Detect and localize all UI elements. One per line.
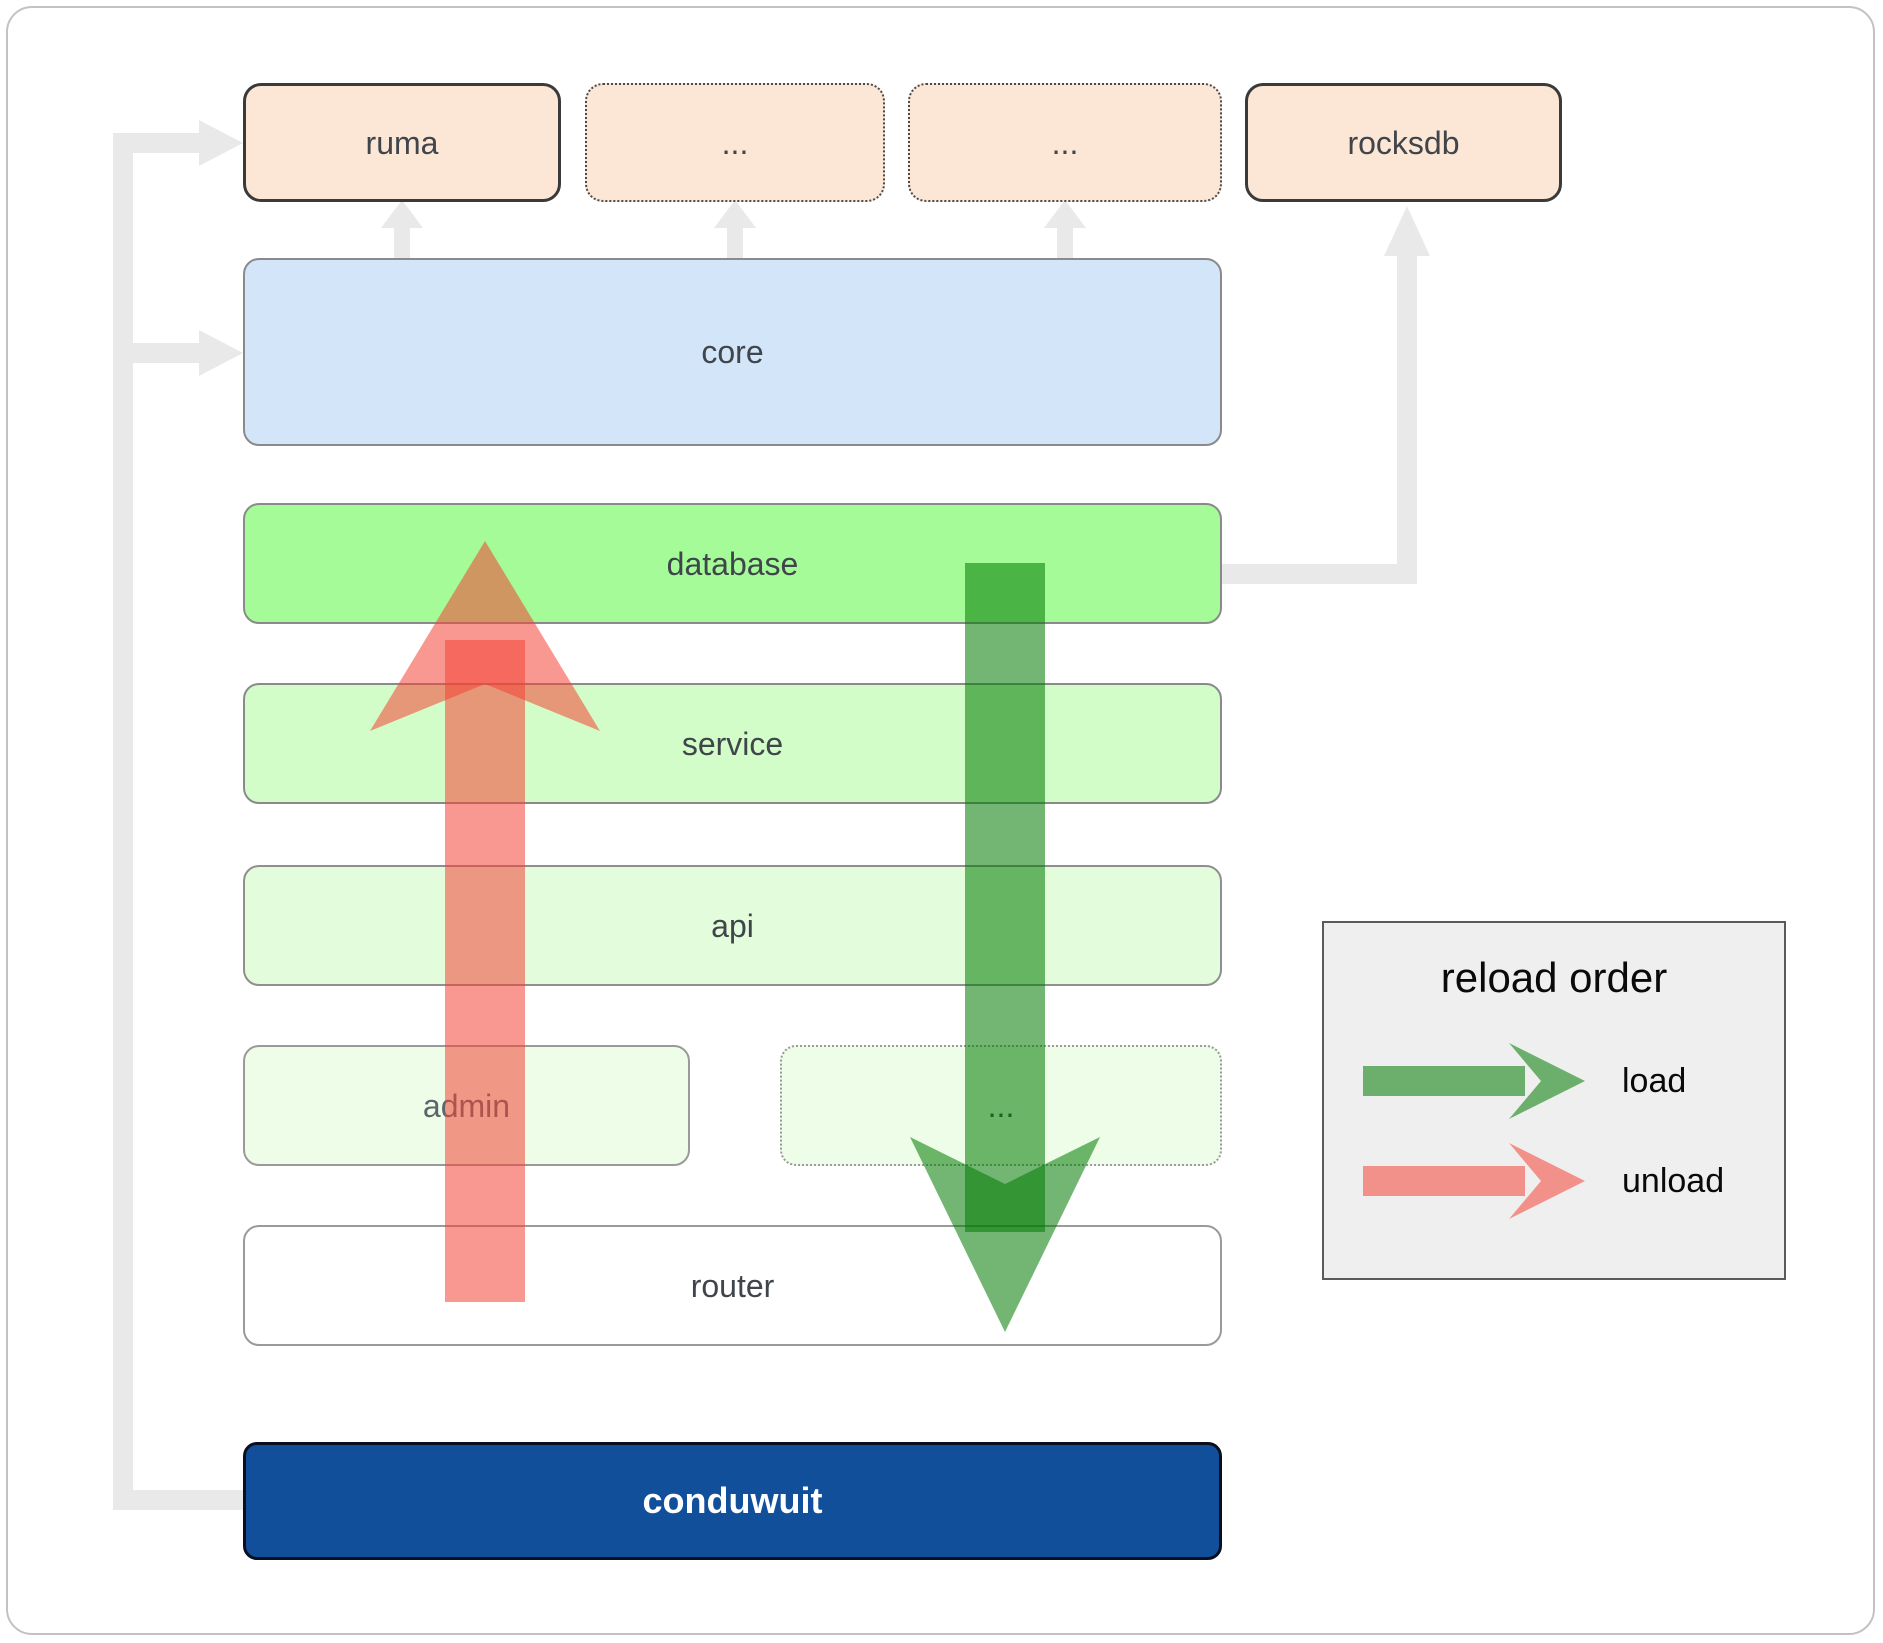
- node-rocksdb-label: rocksdb: [1347, 124, 1460, 161]
- node-ruma-label: ruma: [365, 124, 439, 161]
- node-ellipsis-top-1-label: ...: [721, 124, 749, 161]
- node-database-label: database: [666, 545, 799, 582]
- node-service: service: [243, 683, 1222, 804]
- legend-load-label: load: [1622, 1061, 1687, 1100]
- node-api-label: api: [711, 907, 754, 944]
- node-ellipsis-admin-row: ...: [780, 1045, 1222, 1166]
- node-ruma: ruma: [243, 83, 561, 202]
- node-conduwuit-label: conduwuit: [642, 1480, 823, 1521]
- node-rocksdb: rocksdb: [1245, 83, 1562, 202]
- node-ellipsis-top-2: ...: [908, 83, 1222, 202]
- node-ellipsis-admin-row-label: ...: [987, 1087, 1015, 1124]
- node-admin: admin: [243, 1045, 690, 1166]
- node-core: core: [243, 258, 1222, 446]
- legend-unload-label: unload: [1622, 1161, 1725, 1200]
- node-service-label: service: [681, 725, 784, 762]
- node-core-label: core: [701, 334, 764, 370]
- node-router-label: router: [690, 1267, 775, 1304]
- node-database: database: [243, 503, 1222, 624]
- node-router: router: [243, 1225, 1222, 1346]
- node-conduwuit: conduwuit: [243, 1442, 1222, 1560]
- node-ellipsis-top-2-label: ...: [1051, 124, 1079, 161]
- legend-title: reload order: [1440, 954, 1668, 1001]
- node-admin-label: admin: [422, 1087, 511, 1124]
- diagram-frame: [6, 6, 1875, 1635]
- node-ellipsis-top-1: ...: [585, 83, 885, 202]
- node-api: api: [243, 865, 1222, 986]
